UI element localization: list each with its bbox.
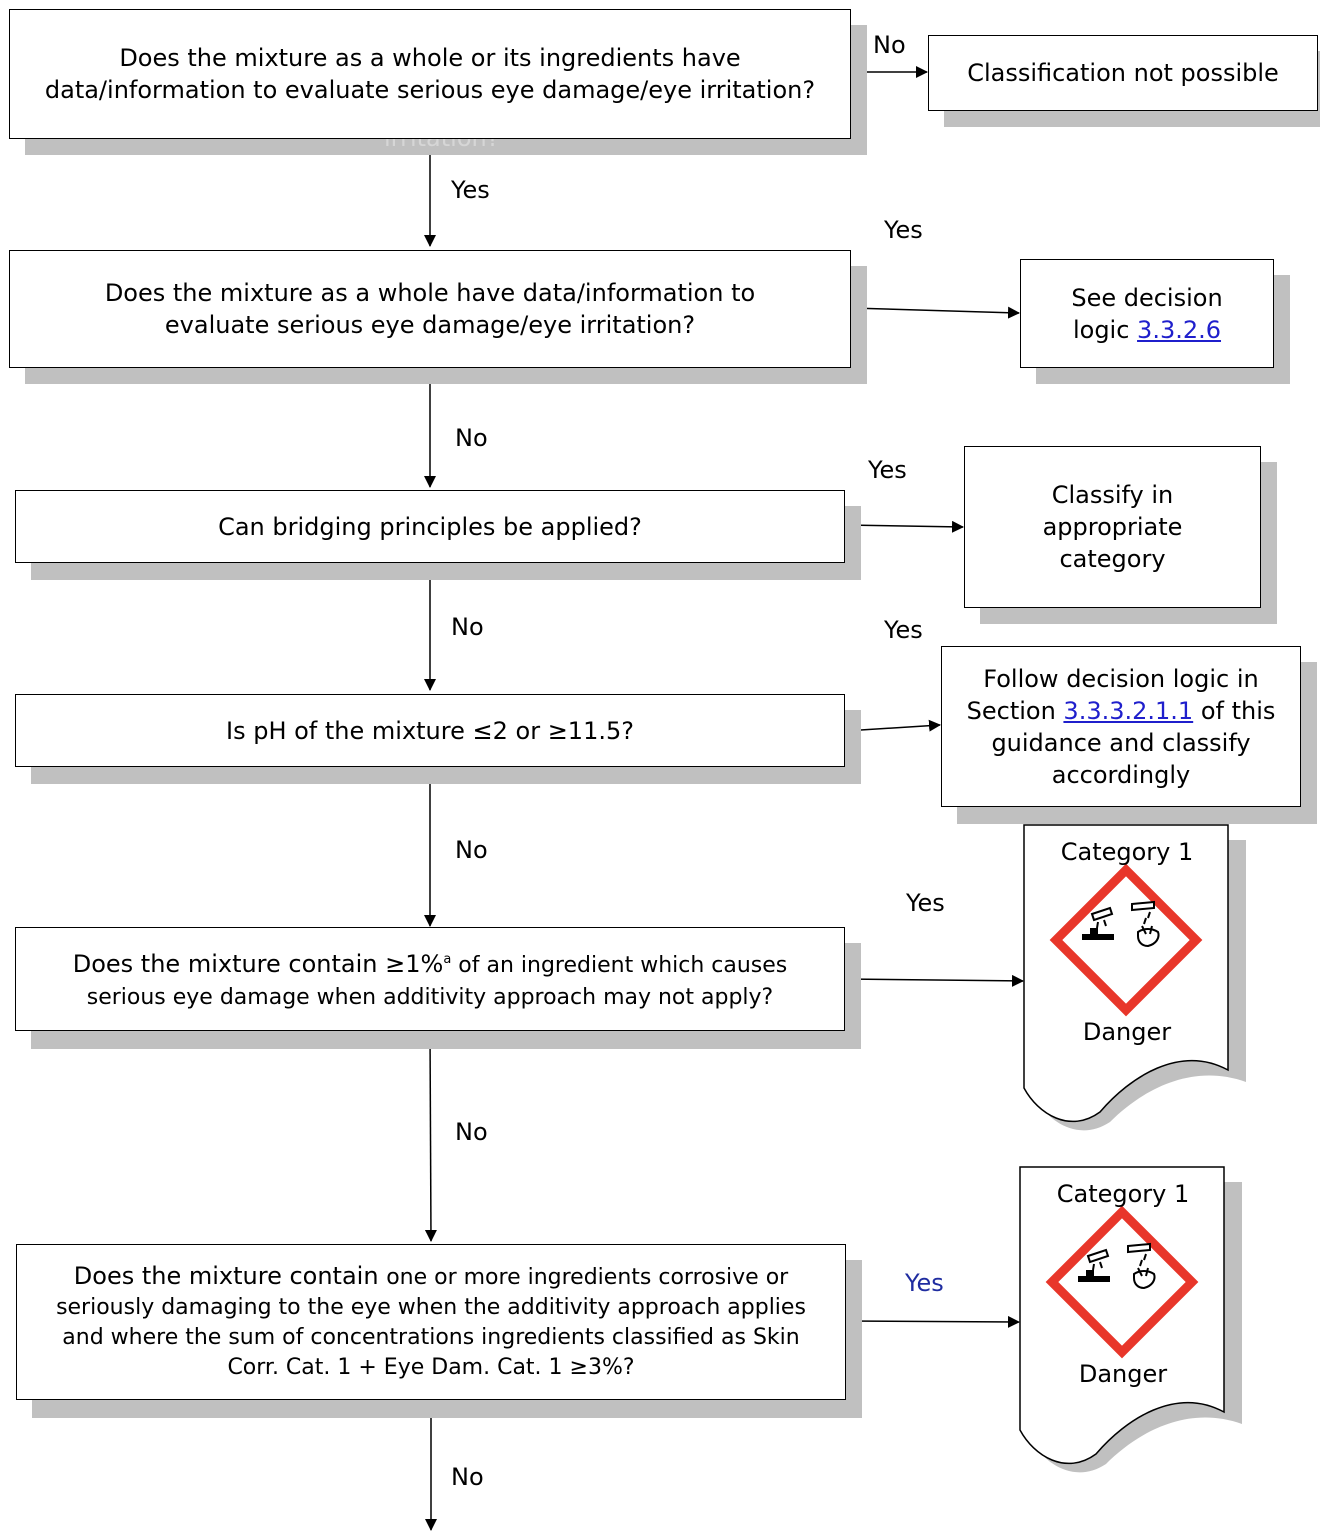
q5-rest: of an ingredient which causes serious ey… (86, 953, 788, 1010)
follow-logic-suffix: of this guidance and classify accordingl… (991, 696, 1276, 789)
connector-q5-yes (844, 974, 1024, 987)
hazard-card-1-category: Category 1 (1060, 838, 1194, 866)
hazard-card-2 (1019, 1166, 1242, 1473)
q5-footnote: a (443, 952, 452, 967)
outcome-follow-logic: Follow decision logic in Section 3.3.3.2… (941, 646, 1301, 807)
corrosion-pictogram-1 (1049, 863, 1203, 1017)
connector-q6-yes (845, 1315, 1020, 1328)
decision-bridging: Can bridging principles be applied? (15, 490, 845, 563)
outcome-classify-appropriate: Classify in appropriate category (964, 446, 1261, 608)
decision-ingredient-1pct: Does the mixture contain ≥1%a of an ingr… (15, 927, 845, 1031)
hazard-card-2-category: Category 1 (1056, 1180, 1190, 1208)
outcome-see-logic: See decision logic 3.3.2.6 (1020, 259, 1274, 368)
outcome-classify-appropriate-text: Classify in appropriate category (1042, 481, 1183, 573)
q5-lead: Does the mixture contain ≥1% (72, 950, 444, 978)
label-yes-q2: Yes (884, 216, 923, 244)
decision-mixture-data-text: Does the mixture as a whole have data/in… (104, 279, 756, 339)
label-no-q1: No (873, 31, 906, 59)
hazard-card-2-signal: Danger (1078, 1360, 1168, 1388)
decision-mixture-data: Does the mixture as a whole have data/in… (9, 250, 851, 368)
label-yes-q3: Yes (868, 456, 907, 484)
hazard-card-1 (1023, 824, 1246, 1131)
label-no-q6: No (451, 1463, 484, 1491)
link-3-3-2-6[interactable]: 3.3.2.6 (1137, 315, 1222, 344)
decision-ph-text: Is pH of the mixture ≤2 or ≥11.5? (226, 716, 634, 745)
label-no-q3: No (451, 613, 484, 641)
connector-q2-yes (850, 306, 1020, 319)
label-no-q2: No (455, 424, 488, 452)
link-3-3-3-2-1-1[interactable]: 3.3.3.2.1.1 (1063, 696, 1194, 725)
label-yes-q1: Yes (451, 176, 490, 204)
decision-ph: Is pH of the mixture ≤2 or ≥11.5? (15, 694, 845, 767)
outcome-not-possible-text: Classification not possible (967, 59, 1279, 87)
label-yes-q6: Yes (905, 1269, 944, 1297)
decision-additivity: Does the mixture contain one or more ing… (16, 1244, 846, 1400)
label-no-q5: No (455, 1118, 488, 1146)
outcome-not-possible: Classification not possible (928, 35, 1318, 111)
q6-rest: one or more ingredients corrosive or ser… (56, 1265, 806, 1380)
decision-bridging-text: Can bridging principles be applied? (218, 512, 642, 541)
label-yes-q4: Yes (884, 616, 923, 644)
decision-has-data: Does the mixture as a whole or its ingre… (9, 9, 851, 139)
connector-q3-yes (844, 520, 964, 533)
connector-q5-q6 (424, 1030, 437, 1242)
corrosion-pictogram-2 (1045, 1205, 1199, 1359)
label-no-q4: No (455, 836, 488, 864)
q6-lead: Does the mixture contain (73, 1262, 387, 1290)
follow-logic-prefix: Follow decision logic in Section (966, 664, 1259, 725)
hazard-card-1-signal: Danger (1082, 1018, 1172, 1046)
see-logic-text: See decision logic (1071, 283, 1223, 344)
label-yes-q5: Yes (906, 889, 945, 917)
decision-has-data-text: Does the mixture as a whole or its ingre… (44, 44, 816, 104)
